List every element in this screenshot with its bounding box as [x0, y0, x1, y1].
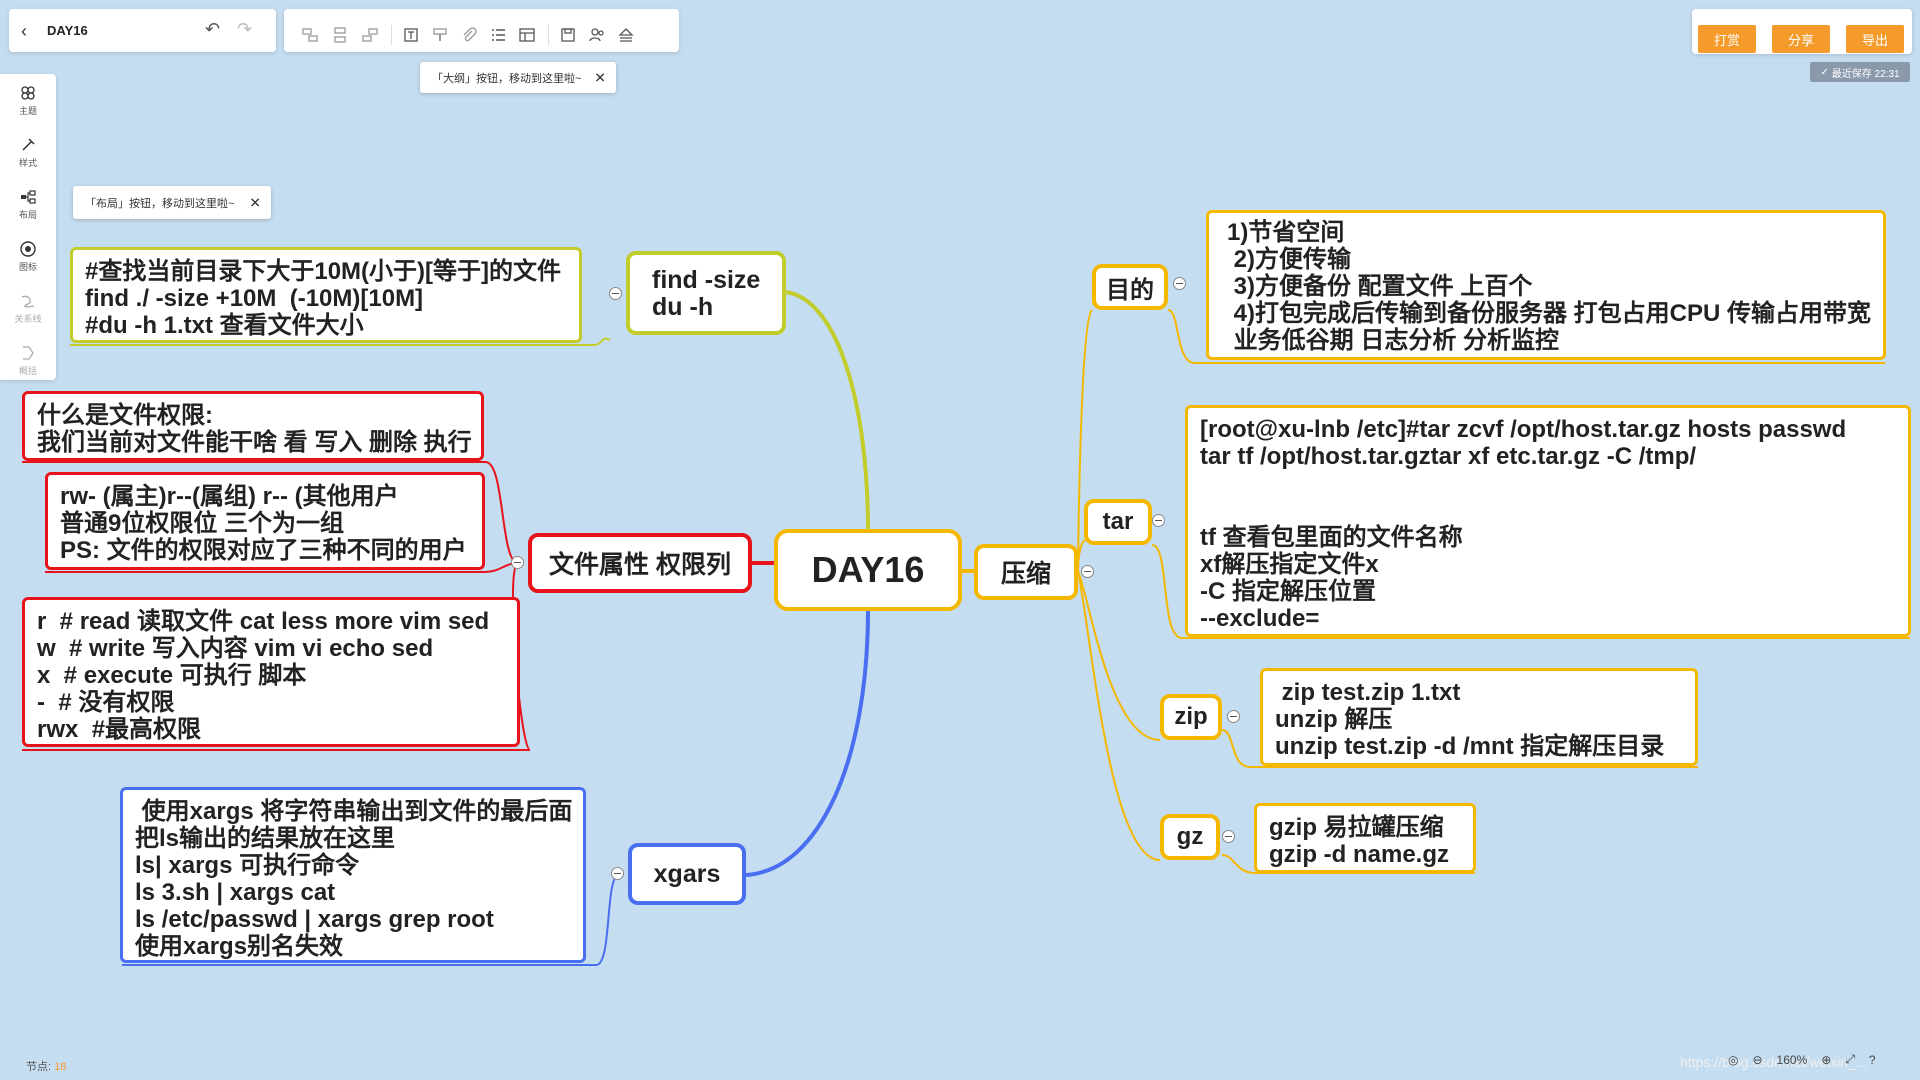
gz-topic[interactable]: gz: [1160, 814, 1220, 860]
tar-topic-label: tar: [1102, 508, 1134, 535]
purpose-topic[interactable]: 目的: [1092, 264, 1168, 310]
relation-icon: [21, 295, 35, 308]
gz-topic-label: gz: [1176, 823, 1204, 850]
node-count: 节点: 18: [26, 1058, 66, 1074]
close-icon[interactable]: ✕: [594, 69, 606, 85]
save-icon[interactable]: [557, 24, 579, 46]
insert-toolbar: [284, 9, 679, 52]
perm-topic[interactable]: 文件属性 权限列: [528, 533, 752, 593]
doc-title-panel: ‹ DAY16 ↶ ↷: [9, 9, 276, 52]
purpose-detail[interactable]: 1)节省空间 2)方便传输 3)方便备份 配置文件 上百个 4)打包完成后传输到…: [1206, 210, 1886, 360]
zip-topic[interactable]: zip: [1160, 694, 1222, 740]
doc-title[interactable]: DAY16: [47, 23, 88, 38]
outline-tip-text: 「大纲」按钮，移动到这里啦~: [432, 72, 582, 85]
fullscreen-icon[interactable]: ⤢: [1845, 1052, 1855, 1066]
sidebar-item-theme[interactable]: 主题: [0, 84, 56, 117]
xargs-topic[interactable]: xgars: [628, 843, 746, 905]
action-panel: 打赏 分享 导出: [1692, 9, 1912, 54]
sub-topic-icon[interactable]: [299, 24, 321, 46]
redo-icon[interactable]: ↷: [237, 19, 253, 39]
attachment-icon[interactable]: [458, 24, 480, 46]
format-painter-icon[interactable]: [429, 24, 451, 46]
share-button[interactable]: 分享: [1772, 25, 1830, 53]
zoom-out-icon[interactable]: ⊖: [1752, 1052, 1763, 1067]
save-status: ✓ 最近保存 22:31: [1810, 62, 1910, 82]
collaborate-icon[interactable]: [586, 24, 608, 46]
collapse-xargs[interactable]: [611, 867, 624, 880]
sidebar-item-icon[interactable]: 图标: [0, 240, 56, 273]
layout-icon: [21, 190, 36, 204]
root-topic-label: DAY16: [811, 549, 925, 590]
sibling-topic-icon[interactable]: [329, 24, 351, 46]
collapse-zip[interactable]: [1227, 710, 1240, 723]
sidebar-item-relation[interactable]: 关系线: [0, 292, 56, 325]
left-sidebar: 主题 样式 布局 图标 关系线 概括: [0, 74, 56, 380]
outline-tip: 「大纲」按钮，移动到这里啦~ ✕: [420, 62, 616, 93]
save-status-text: 最近保存 22:31: [1831, 68, 1900, 80]
zip-topic-label: zip: [1174, 703, 1208, 730]
zoom-controls: ◎ ⊖ 160% ⊕ ⤢ ?: [1728, 1052, 1876, 1067]
layout-tip: 「布局」按钮，移动到这里啦~ ✕: [73, 186, 271, 219]
sidebar-item-label: 图标: [18, 262, 37, 272]
reward-button[interactable]: 打赏: [1698, 25, 1756, 53]
collapse-tar[interactable]: [1152, 514, 1165, 527]
root-topic[interactable]: DAY16: [774, 529, 962, 611]
sidebar-item-layout[interactable]: 布局: [0, 188, 56, 221]
outline-icon[interactable]: [615, 24, 637, 46]
table-icon[interactable]: [516, 24, 538, 46]
watermark: https://blog.csdn.net/weixin_...: [1680, 1054, 1868, 1070]
gz-detail[interactable]: gzip 易拉罐压缩 gzip -d name.gz: [1254, 803, 1476, 873]
theme-icon: [21, 86, 35, 100]
sidebar-item-style[interactable]: 样式: [0, 136, 56, 169]
sidebar-item-label: 布局: [18, 210, 37, 220]
collapse-gz[interactable]: [1222, 830, 1235, 843]
style-icon: [22, 138, 35, 151]
collapse-purpose[interactable]: [1173, 277, 1186, 290]
tar-detail[interactable]: [root@xu-lnb /etc]#tar zcvf /opt/host.ta…: [1185, 405, 1911, 637]
sidebar-item-label: 主题: [18, 106, 37, 116]
purpose-topic-label: 目的: [1106, 276, 1154, 304]
perm-topic-label: 文件属性 权限列: [549, 551, 731, 579]
close-icon[interactable]: ✕: [249, 194, 261, 210]
perm-rwx[interactable]: r # read 读取文件 cat less more vim sed w # …: [22, 597, 520, 747]
export-button[interactable]: 导出: [1846, 25, 1904, 53]
collapse-perm[interactable]: [511, 556, 524, 569]
compress-topic-label: 压缩: [1000, 560, 1051, 588]
collapse-compress[interactable]: [1081, 565, 1094, 578]
find-topic[interactable]: find -size du -h: [626, 251, 786, 335]
perm-bits[interactable]: rw- (属主)r--(属组) r-- (其他用户 普通9位权限位 三个为一组 …: [45, 472, 485, 570]
locate-icon[interactable]: ◎: [1728, 1052, 1739, 1067]
check-circle-icon: ✓: [1820, 66, 1829, 78]
zoom-in-icon[interactable]: ⊕: [1821, 1052, 1832, 1067]
sidebar-item-summary[interactable]: 概括: [0, 344, 56, 377]
find-detail[interactable]: #查找当前目录下大于10M(小于)[等于]的文件 find ./ -size +…: [70, 247, 582, 343]
summary-icon: [23, 346, 34, 360]
emoji-icon: [20, 241, 36, 257]
list-icon[interactable]: [487, 24, 509, 46]
sidebar-item-label: 关系线: [14, 314, 42, 324]
text-box-icon[interactable]: [400, 24, 422, 46]
compress-topic[interactable]: 压缩: [974, 544, 1078, 600]
sidebar-item-label: 样式: [18, 158, 37, 168]
perm-what[interactable]: 什么是文件权限: 我们当前对文件能干啥 看 写入 删除 执行: [22, 391, 484, 461]
layout-tip-text: 「布局」按钮，移动到这里啦~: [85, 197, 235, 210]
xargs-detail[interactable]: 使用xargs 将字符串输出到文件的最后面 把ls输出的结果放在这里 ls| x…: [120, 787, 586, 963]
tar-topic[interactable]: tar: [1084, 499, 1152, 545]
sidebar-item-label: 概括: [18, 366, 37, 376]
node-count-label: 节点:: [26, 1061, 52, 1073]
parent-topic-icon[interactable]: [359, 24, 381, 46]
help-icon[interactable]: ?: [1868, 1052, 1876, 1067]
back-icon[interactable]: ‹: [21, 21, 27, 41]
node-count-value: 18: [54, 1061, 67, 1073]
zoom-level: 160%: [1776, 1052, 1808, 1067]
zip-detail[interactable]: zip test.zip 1.txt unzip 解压 unzip test.z…: [1260, 668, 1698, 766]
collapse-find[interactable]: [609, 287, 622, 300]
xargs-topic-label: xgars: [653, 859, 721, 888]
undo-icon[interactable]: ↶: [205, 19, 221, 39]
